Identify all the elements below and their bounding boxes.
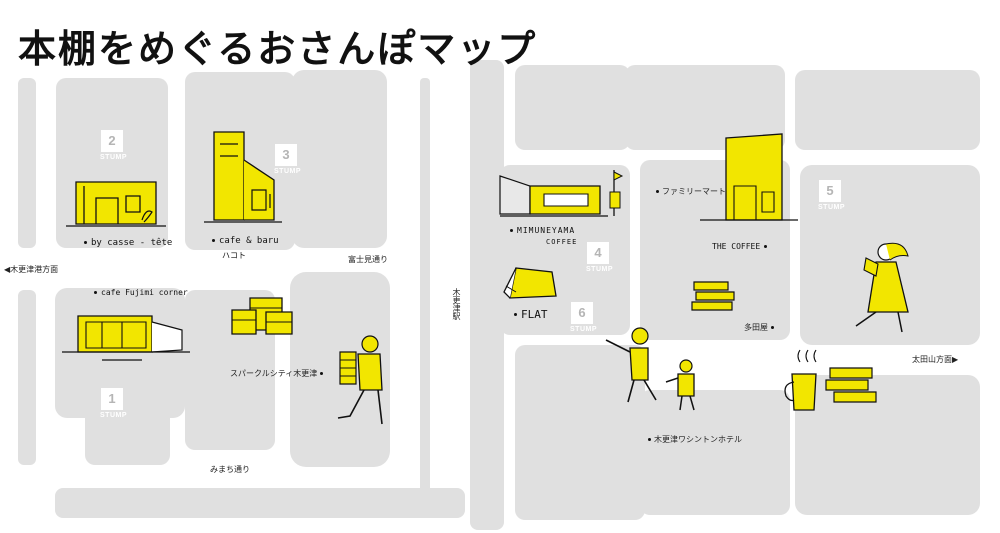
coffee-shop-icon [499,175,608,217]
stump-label: STUMP [570,326,597,333]
place-sparkle-city: スパークルシティ木更津 [230,368,324,379]
book-stack-icon [691,281,735,311]
city-block [55,488,465,518]
place-label: THE COFFEE [712,242,761,251]
stump-number: 3 [275,144,297,166]
stump-marker-5: 5 STUMP [818,180,845,211]
place-mimuneyama: MIMUNEYAMA [510,226,575,235]
reading-woman-icon [855,242,909,333]
city-block [795,70,980,150]
cafe-shop-icon [66,181,166,227]
stump-label: STUMP [100,154,127,161]
place-washington-hotel: 木更津ワシントンホテル [648,434,742,445]
place-familymart: ファミリーマート [656,186,726,197]
book-boxes-icon [231,297,293,335]
place-label: ファミリーマート [662,187,726,196]
location-dot-icon [764,244,768,248]
city-block [18,290,36,465]
stump-label: STUMP [100,412,127,419]
city-block [85,375,170,465]
place-label: by casse - tête [91,238,173,248]
place-cafe-baru: cafe & baru [212,236,279,246]
city-block [515,65,630,150]
place-mimuneyama-sub: COFFEE [546,238,578,246]
location-dot-icon [320,371,324,375]
street-station: 木更津駅 [452,288,461,320]
city-block [18,78,36,248]
location-dot-icon [648,437,651,441]
stump-number: 1 [101,388,123,410]
street-fujimi-dori: 富士見通り [348,255,388,264]
street-ota-yama: 太田山方面▶ [912,355,959,364]
stump-marker-2: 2 STUMP [100,130,127,161]
place-label: スパークルシティ木更津 [230,369,318,378]
stump-number: 4 [587,242,609,264]
place-cafe-fujimi: cafe Fujimi corner [94,288,188,297]
place-label: cafe & baru [219,236,279,246]
coffee-cup-icon [784,349,877,411]
place-label: MIMUNEYAMA [517,226,576,235]
city-block [420,78,430,510]
stump-number: 5 [819,180,841,202]
place-the-coffee: THE COFFEE [712,242,768,251]
location-dot-icon [510,228,513,232]
book-carrier-person-icon [337,335,383,425]
city-block [640,390,790,515]
place-label: 多田屋 [744,323,768,332]
cafe-building-icon [204,131,282,223]
stump-marker-6: 6 STUMP [570,302,597,333]
location-dot-icon [84,240,87,244]
location-dot-icon [94,290,97,294]
location-dot-icon [771,325,774,329]
tower-building-icon [700,133,798,221]
stump-number: 2 [101,130,123,152]
child-icon [665,359,695,411]
pointing-adult-icon [605,327,657,403]
place-label: FLAT [521,308,548,321]
flag-pole-icon [609,170,624,216]
city-block [795,375,980,515]
corner-cafe-icon [62,315,190,361]
place-by-casse-tete: by casse - tête [84,238,172,248]
map-title: 本棚をめぐるおさんぽマップ [18,26,538,71]
city-block [515,345,645,520]
location-dot-icon [212,238,215,242]
stump-label: STUMP [586,266,613,273]
stump-label: STUMP [818,204,845,211]
stump-marker-3: 3 STUMP [274,144,301,175]
stump-number: 6 [571,302,593,324]
place-flat: FLAT [514,308,548,321]
street-mimachi-dori: みまち通り [210,465,250,474]
stump-marker-1: 1 STUMP [100,388,127,419]
place-label: cafe Fujimi corner [101,288,188,297]
street-kisarazu-port: ◀木更津港方面 [4,265,59,274]
location-dot-icon [656,189,659,193]
tent-icon [503,267,557,299]
city-block [292,70,387,248]
place-tadaya: 多田屋 [744,322,774,333]
place-label: 木更津ワシントンホテル [654,435,742,444]
place-cafe-baru-sub: ハコト [222,251,246,260]
stump-label: STUMP [274,168,301,175]
stump-marker-4: 4 STUMP [586,242,613,273]
location-dot-icon [514,313,517,316]
city-block [470,60,504,530]
